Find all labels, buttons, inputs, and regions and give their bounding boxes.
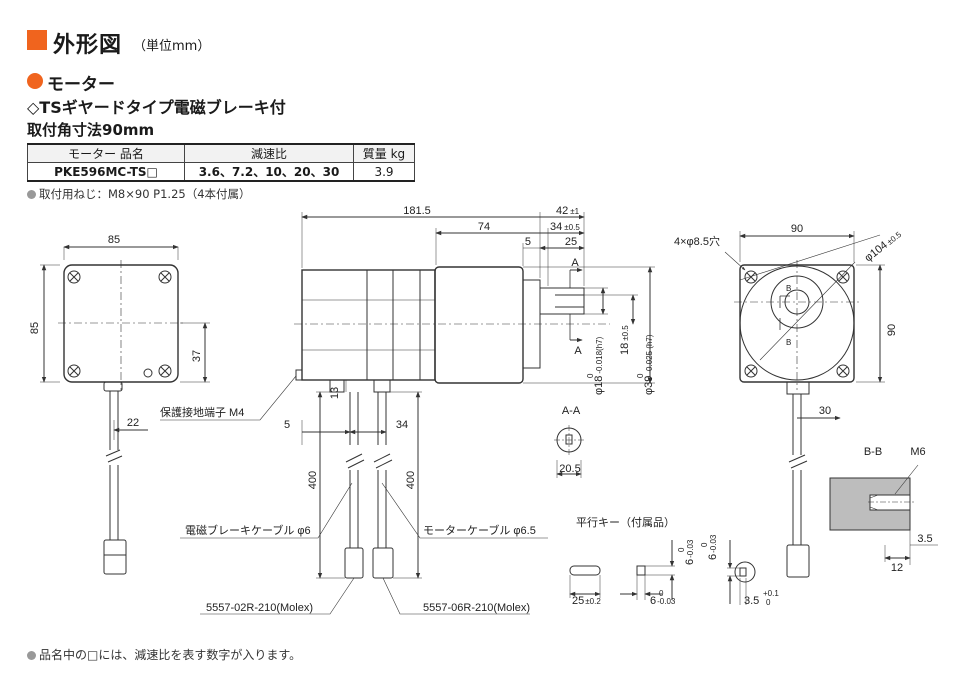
phi18-zero: 0	[586, 373, 595, 378]
dim-key-25: 25±0.2	[572, 595, 601, 607]
dim-phi104: φ104±0.5	[862, 228, 904, 264]
key-6h-zero: 0	[677, 547, 686, 552]
dim-side-25: 25	[565, 236, 577, 248]
phi18-tol: -0.018(h7)	[595, 336, 604, 373]
section-aa	[554, 425, 584, 478]
spec-table: モーター 品名 減速比 質量 kg PKE596MC-TS□ 3.6、7.2、1…	[27, 143, 415, 182]
phi39-tol: -0.025 (h7)	[645, 334, 654, 373]
bullet-icon	[27, 190, 36, 199]
dim-key-6h: 6-0.03	[684, 539, 696, 565]
cell-mass: 3.9	[353, 162, 415, 182]
dim-34-tol: ±0.5	[564, 223, 580, 232]
key-6w-tol: -0.03	[657, 597, 676, 606]
section-aa-title: A-A	[562, 405, 581, 417]
dim18-value: 18	[619, 343, 631, 355]
page-title: 外形図	[53, 33, 123, 58]
dim18-tol: ±0.5	[621, 325, 630, 341]
key-6s-zero: 0	[700, 542, 709, 547]
dim-side-5: 5	[525, 236, 531, 248]
dim-cable-400a: 400	[307, 471, 319, 489]
key-6w-value: 6	[650, 595, 656, 607]
subtitle: ◇TSギヤードタイプ電磁ブレーキ付	[27, 98, 286, 117]
dim-side-34b: 34	[396, 419, 408, 431]
key-25-value: 25	[572, 595, 584, 607]
dim-34-value: 34	[550, 221, 562, 233]
side-view	[160, 212, 655, 615]
dim-18: 18 ±0.5	[619, 325, 631, 355]
cell-ratio: 3.6、7.2、10、20、30	[184, 162, 354, 182]
dim-phi39: φ39 -0.025 (h7)	[643, 334, 655, 395]
col-header-ratio: 減速比	[184, 143, 354, 163]
bullet-icon	[27, 651, 36, 660]
dim-front-30: 30	[819, 405, 831, 417]
connector-6r-label: 5557-06R-210(Molex)	[423, 602, 530, 614]
brake-cable-label: 電磁ブレーキケーブル φ6	[185, 523, 311, 537]
dim-phi18: φ18 -0.018(h7)	[593, 336, 605, 395]
section-marker-a-bottom: A	[574, 345, 582, 357]
dim-gearhead-length: 74	[478, 221, 490, 233]
dim-back-22: 22	[127, 417, 139, 429]
key-6h-tol: -0.03	[686, 539, 695, 558]
connector-2r-label: 5557-02R-210(Molex)	[206, 602, 313, 614]
phi39-label: φ39	[643, 376, 655, 395]
motor-cable-label: モーターケーブル φ6.5	[423, 523, 536, 537]
key-6h-value: 6	[684, 559, 696, 565]
back-view	[40, 244, 210, 575]
screw-note-text: 取付用ねじ：M8×90 P1.25（4本付属）	[39, 187, 251, 201]
key-35-tol-down: 0	[766, 598, 771, 607]
dim-back-37: 37	[191, 350, 203, 362]
dim-key-6w: 6-0.03	[650, 595, 676, 607]
dim-bb-12: 12	[891, 562, 903, 574]
section-marker-b-bottom: B	[786, 338, 791, 347]
key-25-tol: ±0.2	[585, 597, 601, 606]
key-6s-tol: -0.03	[709, 534, 718, 553]
dim-42-tol: ±1	[570, 207, 579, 216]
section-bb	[829, 464, 938, 565]
parallel-key	[569, 540, 756, 605]
dim-42-value: 42	[556, 205, 568, 217]
phi18-label: φ18	[593, 376, 605, 395]
phi39-zero: 0	[636, 373, 645, 378]
dim-side-42: 42±1	[556, 205, 580, 217]
footer-note-text: 品名中の□には、減速比を表す数字が入ります。	[39, 648, 302, 662]
key-35-tol-up: +0.1	[763, 589, 779, 598]
dim-back-width: 85	[108, 234, 120, 246]
section-title: モーター	[47, 75, 115, 95]
dim-bb-m6: M6	[910, 446, 925, 458]
key-6w-zero: 0	[659, 589, 664, 598]
col-header-mass: 質量 kg	[353, 143, 415, 163]
dim-side-13: 13	[329, 387, 341, 399]
dim-key-35: 3.5	[744, 595, 759, 607]
dim-cable-400b: 400	[405, 471, 417, 489]
dim-back-height: 85	[29, 322, 41, 334]
dim-front-width: 90	[791, 223, 803, 235]
dim-bb-35: 3.5	[917, 533, 932, 545]
dim-aa-205: 20.5	[559, 463, 580, 475]
cell-model: PKE596MC-TS□	[27, 162, 185, 182]
key-6s-value: 6	[707, 554, 719, 560]
phi104-label: φ104	[862, 239, 889, 264]
screw-note: 取付用ねじ：M8×90 P1.25（4本付属）	[27, 186, 251, 202]
dim-total-length: 181.5	[403, 205, 431, 217]
dim-mount-holes: 4×φ8.5穴	[674, 234, 720, 248]
footer-note: 品名中の□には、減速比を表す数字が入ります。	[27, 646, 301, 663]
key-title: 平行キー（付属品）	[576, 516, 675, 529]
title-marker	[27, 30, 47, 50]
section-bb-title: B-B	[864, 446, 882, 458]
section-marker-b-top: B	[786, 284, 791, 293]
dim-side-5b: 5	[284, 419, 290, 431]
dim-key-6s: 6-0.03	[707, 534, 719, 560]
section-bullet-icon	[27, 73, 43, 89]
ground-terminal-label: 保護接地端子 M4	[160, 405, 244, 419]
section-marker-a-top: A	[571, 257, 579, 269]
dim-front-height: 90	[886, 324, 898, 336]
col-header-model: モーター 品名	[27, 143, 185, 163]
phi104-tol: ±0.5	[885, 230, 903, 247]
front-view	[724, 231, 885, 578]
unit-label: （単位mm）	[133, 39, 211, 54]
mount-size: 取付角寸法90mm	[27, 121, 155, 139]
dim-side-34: 34±0.5	[550, 221, 580, 233]
